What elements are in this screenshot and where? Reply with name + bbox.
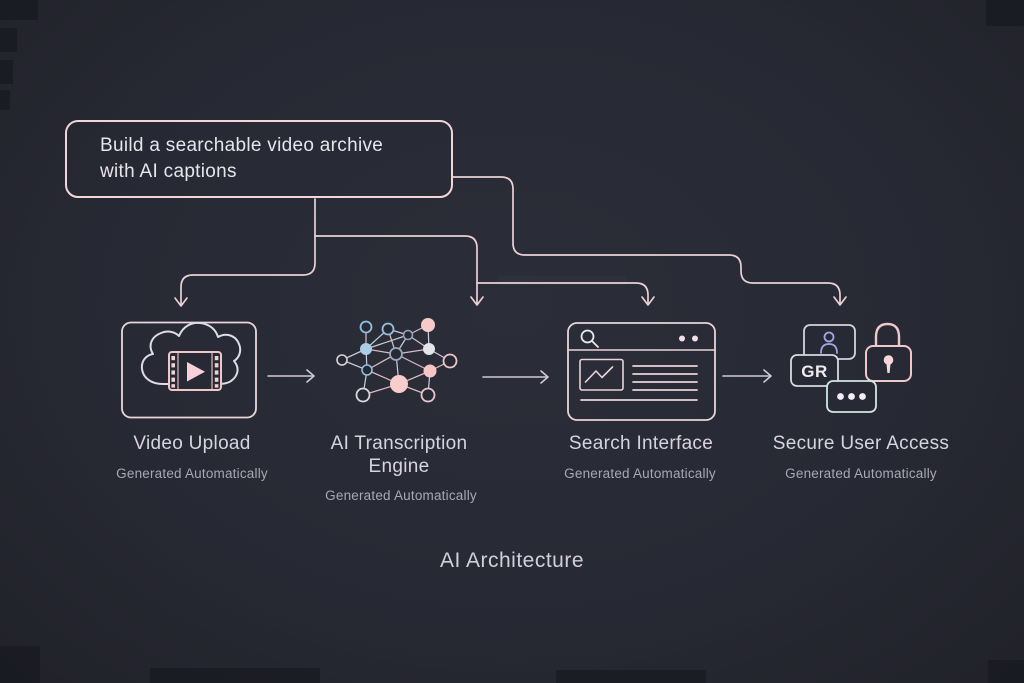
browser-frame xyxy=(567,322,716,421)
keyhole-stem xyxy=(886,362,891,373)
arrowhead-right-icon xyxy=(306,369,315,383)
user-card-icon xyxy=(803,324,856,360)
badge-text: GR xyxy=(801,362,828,381)
arrowhead-down-icon xyxy=(641,296,655,306)
node-label-ai-engine: AI Transcription Engine xyxy=(289,432,509,478)
node-sublabel-secure-access: Generated Automatically xyxy=(785,466,937,481)
window-dot-icon xyxy=(692,335,698,342)
lock-icon xyxy=(865,322,912,382)
cloud-video-upload-icon xyxy=(121,321,257,419)
node-frame xyxy=(121,321,257,419)
text-placeholder-lines xyxy=(580,365,698,401)
connector-to-search-interface xyxy=(476,282,649,305)
edge-artifact xyxy=(0,0,38,20)
search-icon xyxy=(580,329,595,344)
security-icons-cluster: GR xyxy=(790,322,912,413)
edge-artifact xyxy=(0,60,13,84)
chart-line-icon xyxy=(584,366,614,383)
play-icon xyxy=(187,362,205,382)
edge-artifact xyxy=(988,660,1024,683)
node-label-ai-engine-line1: AI Transcription xyxy=(330,433,468,454)
password-dots-card-icon xyxy=(826,380,877,413)
node-label-ai-engine-line2: Engine xyxy=(368,456,430,477)
node-label-search-interface: Search Interface xyxy=(568,433,714,454)
node-sublabel-search-interface: Generated Automatically xyxy=(564,466,716,481)
badge-card-icon: GR xyxy=(790,354,839,387)
window-dot-icon xyxy=(679,335,685,342)
prompt-box xyxy=(65,120,453,198)
thumbnail-chart-frame xyxy=(579,358,624,391)
arrowhead-right-icon xyxy=(763,369,772,383)
edge-artifact xyxy=(556,670,706,683)
node-sublabel-video-upload: Generated Automatically xyxy=(116,466,268,481)
arrowhead-down-icon xyxy=(174,297,188,307)
node-label-video-upload: Video Upload xyxy=(133,433,251,454)
edge-artifact xyxy=(0,646,40,683)
neural-network-icon xyxy=(336,318,458,403)
search-icon-handle xyxy=(591,340,599,348)
arrowhead-down-icon xyxy=(833,296,847,306)
network-nodes xyxy=(336,318,458,403)
prompt-text: Build a searchable video archive with AI… xyxy=(100,133,440,185)
arrowhead-down-icon xyxy=(470,296,484,306)
connector-to-video-upload xyxy=(180,198,316,306)
arrowhead-right-icon xyxy=(540,370,549,384)
edge-artifact xyxy=(986,0,1024,26)
keyhole-icon xyxy=(883,355,894,365)
browser-search-window-icon xyxy=(567,322,716,421)
edge-artifact xyxy=(150,668,320,683)
diagram-title: AI Architecture xyxy=(439,549,585,572)
node-label-secure-access: Secure User Access xyxy=(772,433,950,454)
connector-to-secure-access xyxy=(452,176,841,305)
node-sublabel-ai-engine: Generated Automatically xyxy=(325,488,477,503)
filmstrip-sprocket-holes xyxy=(171,356,219,388)
prompt-text-line2: with AI captions xyxy=(100,161,237,182)
cloud-icon xyxy=(140,321,242,385)
inter-node-arrows xyxy=(267,369,772,384)
connector-to-ai-engine xyxy=(314,235,478,305)
edge-artifact xyxy=(0,90,10,110)
edge-artifact xyxy=(0,28,17,52)
connector-lines xyxy=(174,176,847,307)
prompt-text-line1: Build a searchable video archive xyxy=(100,135,384,156)
